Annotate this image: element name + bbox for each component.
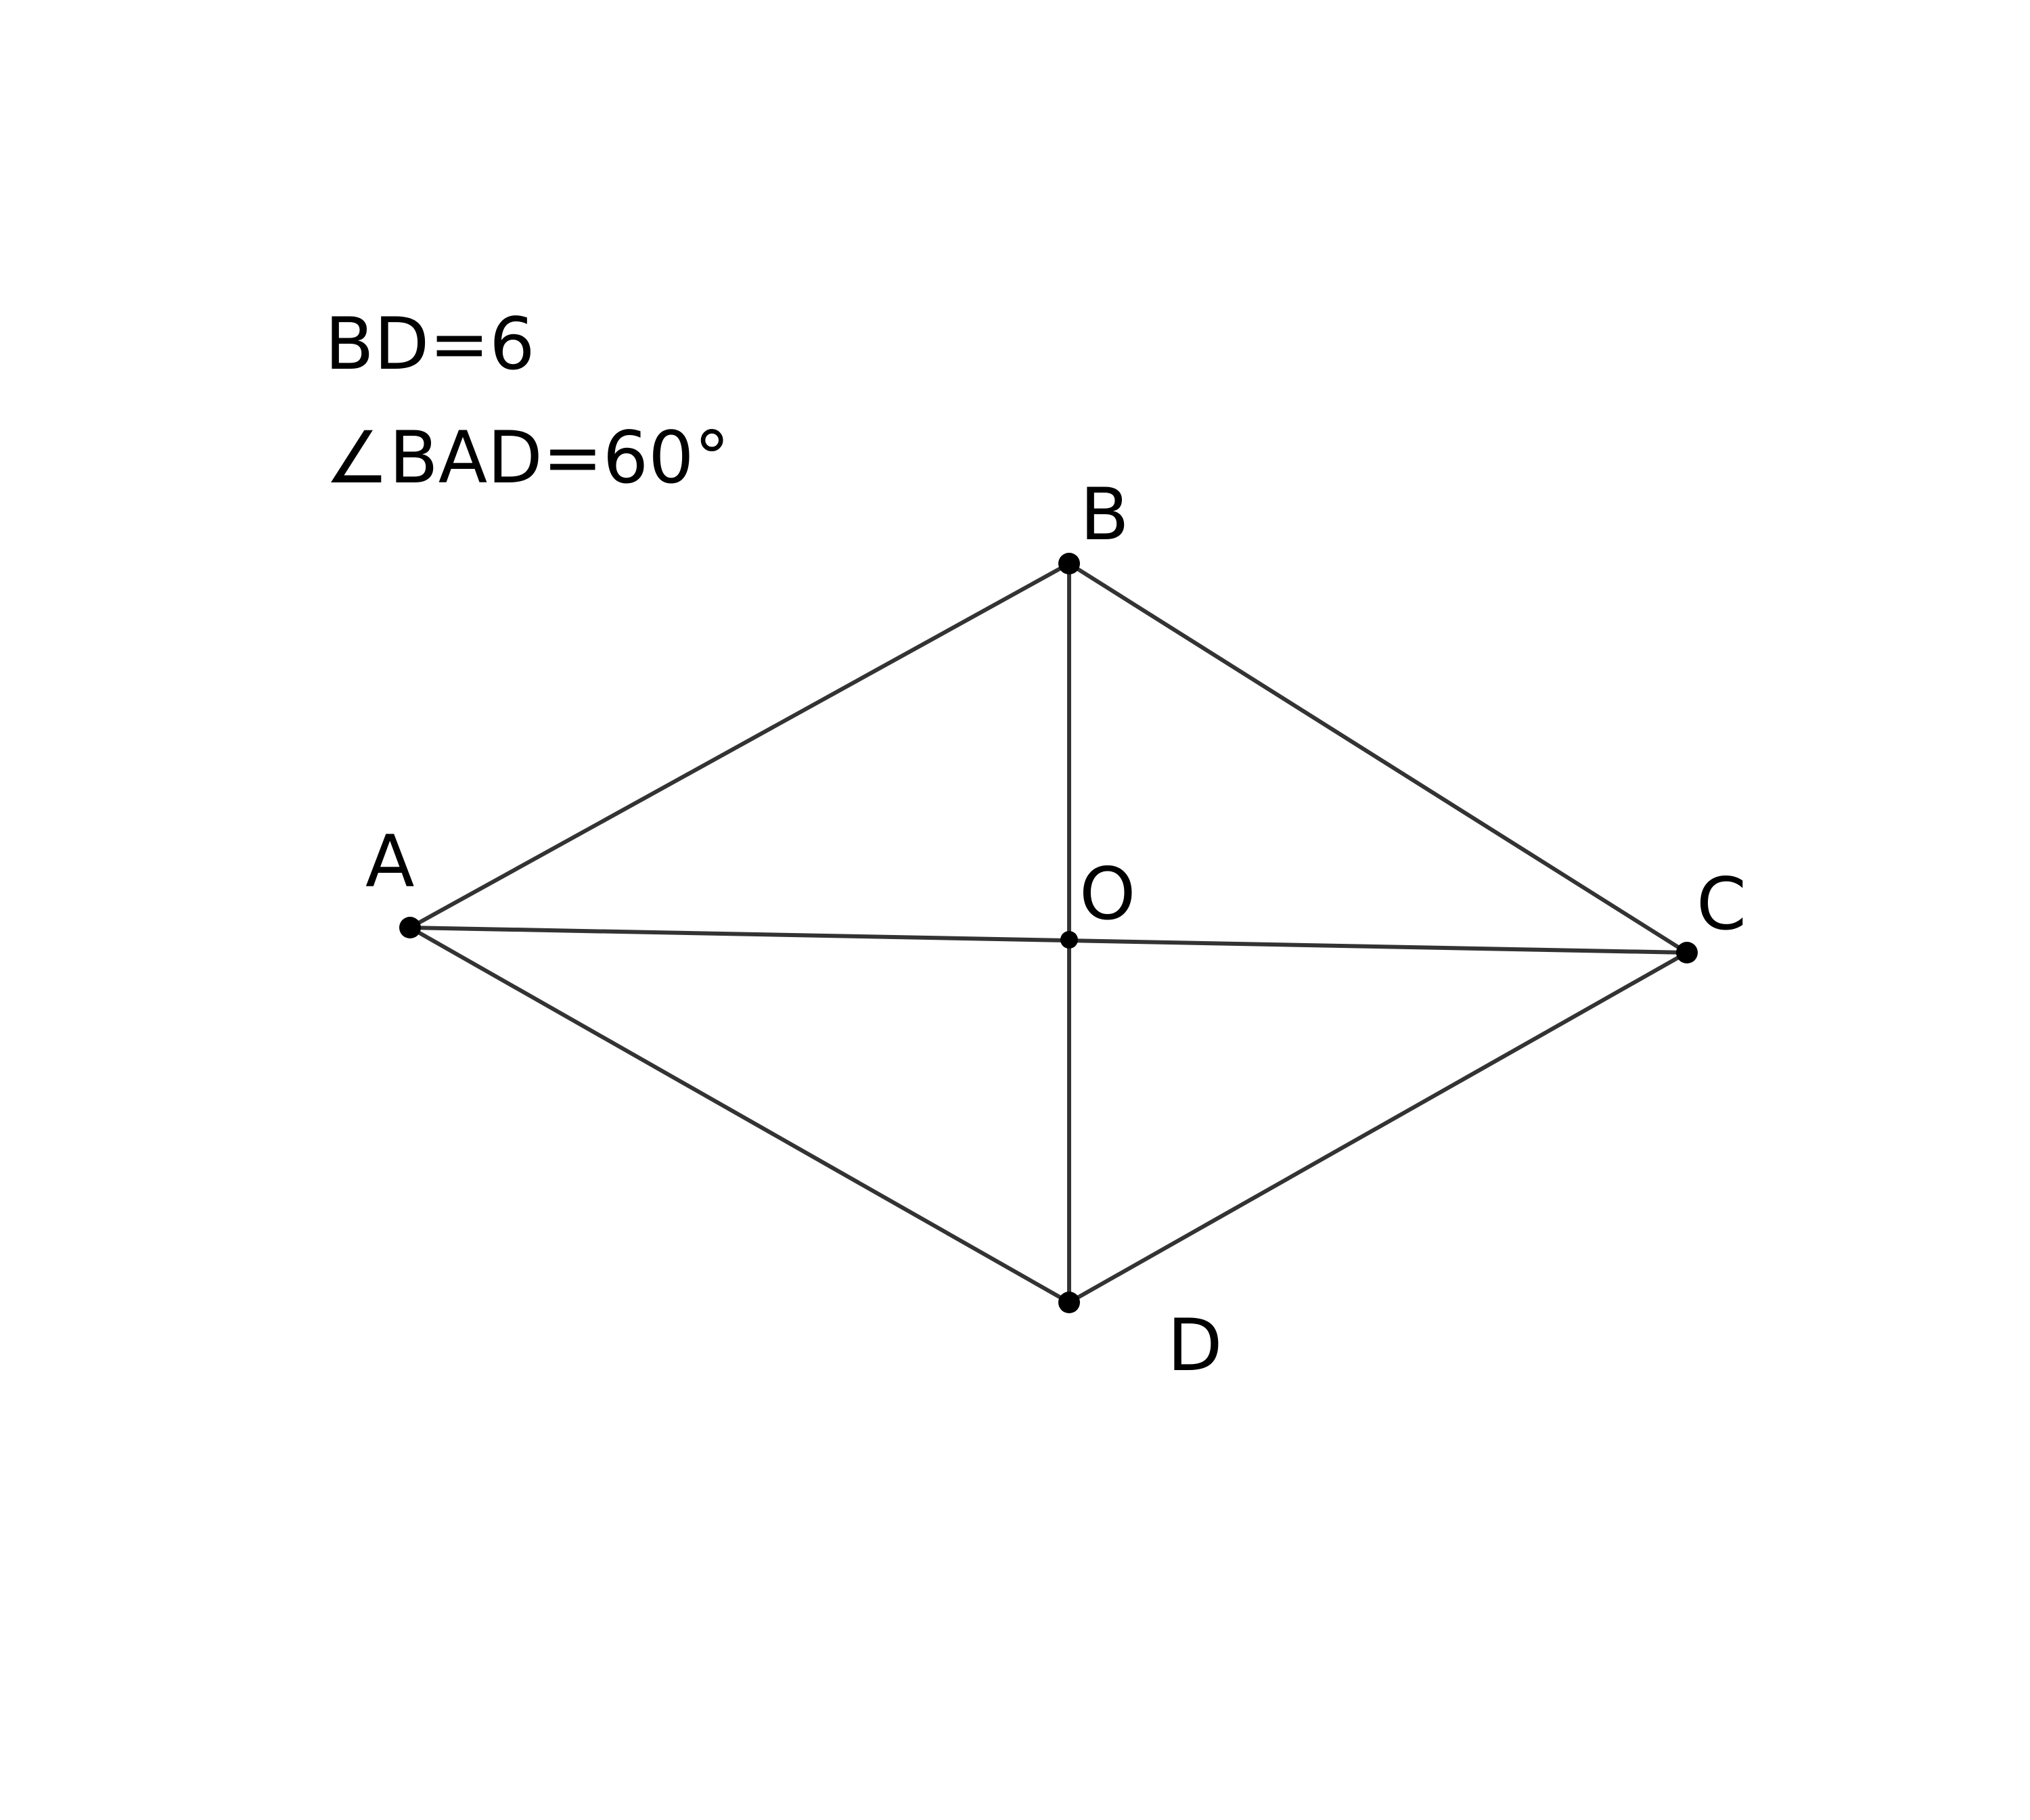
given-bd-length: BD=6 xyxy=(325,302,535,386)
point-o xyxy=(1060,931,1078,949)
point-c xyxy=(1676,942,1698,963)
point-d xyxy=(1058,1292,1080,1313)
label-c: C xyxy=(1696,863,1746,946)
given-angle-bad: ∠BAD=60° xyxy=(325,416,730,499)
side-bc xyxy=(1067,562,1689,955)
label-a: A xyxy=(365,820,415,903)
side-cd xyxy=(1067,951,1689,1304)
side-ab xyxy=(408,562,1071,930)
side-da xyxy=(408,926,1071,1304)
label-o: O xyxy=(1079,852,1135,936)
diagonal-ac xyxy=(408,926,1689,955)
label-b: B xyxy=(1080,473,1129,556)
point-a xyxy=(399,917,421,938)
point-b xyxy=(1058,553,1080,574)
label-d: D xyxy=(1167,1304,1223,1387)
